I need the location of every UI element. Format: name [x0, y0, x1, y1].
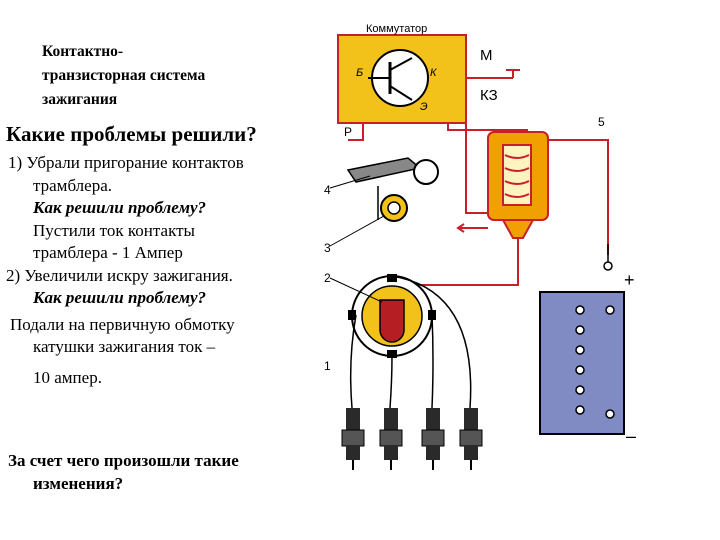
- answer-2-line-2: катушки зажигания ток –: [33, 337, 216, 356]
- r-label: Р: [344, 125, 352, 139]
- battery-cells: [575, 305, 615, 419]
- item-1-line-2: трамблера.: [33, 175, 112, 195]
- m-label: М: [480, 47, 493, 64]
- n1-label: 1: [324, 359, 331, 373]
- spark-plug-3: [421, 408, 445, 470]
- ignition-system-diagram: Коммутатор Б К Э М КЗ Р 5 + – 4: [324, 23, 636, 470]
- question-2: Как решили проблему?: [33, 288, 207, 307]
- answer-1-line-2: трамблера - 1 Ампер: [33, 243, 183, 262]
- item-1: 1) Убрали пригорание контактов трамблера…: [6, 152, 244, 389]
- e-label: Э: [420, 101, 428, 113]
- minus-label: –: [626, 426, 636, 446]
- answer-1-line-1: Пустили ток контакты: [33, 220, 195, 240]
- b-label: Б: [356, 67, 363, 79]
- distributor: [348, 274, 436, 358]
- title-line-2: транзисторная система: [42, 67, 206, 84]
- kz-label: КЗ: [480, 87, 498, 104]
- spark-plugs: [341, 408, 483, 470]
- n5-label: 5: [598, 115, 605, 129]
- n4-label: 4: [324, 183, 331, 197]
- commutator-label: Коммутатор: [366, 23, 427, 35]
- closing-question-line-1: За счет чего произошли такие: [8, 451, 239, 470]
- answer-2-line-3: 10 ампер.: [33, 367, 102, 387]
- spark-plug-4: [459, 408, 483, 470]
- spark-plug-2: [379, 408, 403, 470]
- title-line-3: зажигания: [42, 91, 118, 108]
- item-1-line-1: 1) Убрали пригорание контактов: [8, 153, 244, 172]
- title-line-1: Контактно-: [42, 43, 124, 60]
- plus-label: +: [624, 270, 635, 290]
- slide-title: Контактно- транзисторная система зажиган…: [42, 40, 205, 112]
- closing-question: За счет чего произошли такие изменения?: [8, 450, 239, 495]
- question-1: Как решили проблему?: [33, 198, 207, 217]
- item-2: 2) Увеличили искру зажигания.: [6, 265, 233, 285]
- answer-2-line-1: Подали на первичную обмотку: [10, 314, 235, 334]
- n3-label: 3: [324, 241, 331, 255]
- closing-question-line-2: изменения?: [33, 473, 124, 493]
- contact-breaker: [346, 157, 439, 222]
- section-heading: Какие проблемы решили?: [6, 122, 257, 146]
- high-tension-leads: [349, 275, 472, 409]
- spark-plug-1: [341, 408, 365, 470]
- n2-label: 2: [324, 271, 331, 285]
- k-label: К: [430, 67, 437, 79]
